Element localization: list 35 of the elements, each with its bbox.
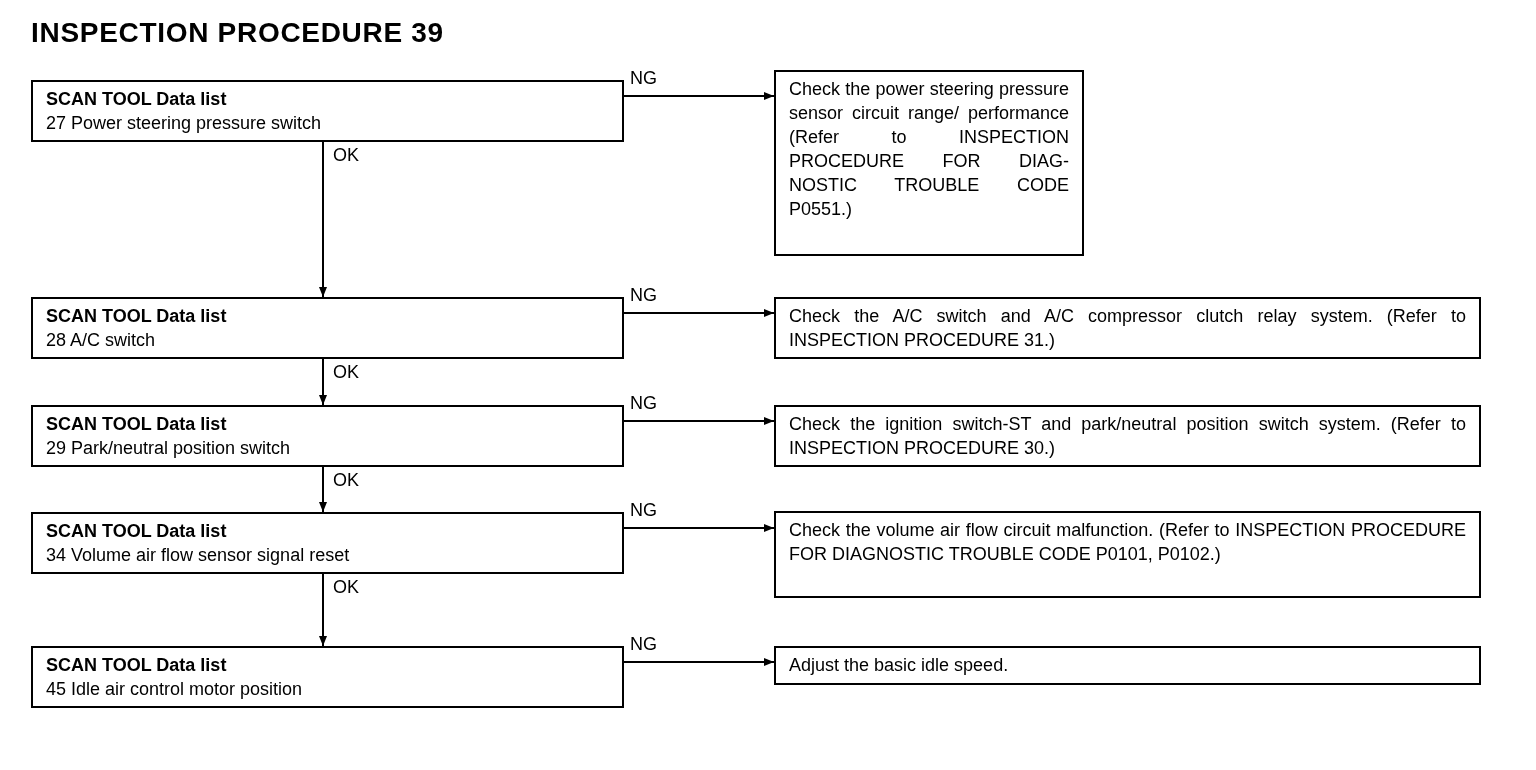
box-heading: SCAN TOOL Data list	[46, 654, 228, 677]
box-text: 27 Power steering pressure switch	[46, 112, 323, 135]
box-text: 28 A/C switch	[46, 329, 157, 352]
process-box	[774, 70, 1084, 256]
box-heading: SCAN TOOL Data list	[46, 88, 228, 111]
arrow	[319, 358, 327, 406]
box-text: Check the volume air flow circuit malfunction. (Refer to INSPECTION PROCEDURE FOR DIAGNOSTIC TROUBLE CODE P0101, P0102.)	[789, 519, 1466, 566]
box-heading: SCAN TOOL Data list	[46, 305, 228, 328]
box-text: Check the power steering pressure sensor circuit range/ performance (Refer to INSPECTION PROCEDURE FOR DIAG- NOSTIC TROUBLE CODE P0551.)	[789, 78, 1069, 221]
box-text: 45 Idle air control motor position	[46, 678, 304, 701]
arrow	[623, 92, 775, 100]
process-box	[774, 405, 1481, 467]
box-heading: SCAN TOOL Data list	[46, 413, 228, 436]
diagram-title: INSPECTION PROCEDURE 39	[31, 16, 444, 50]
box-text: 34 Volume air flow sensor signal reset	[46, 544, 351, 567]
arrow	[319, 141, 327, 298]
arrow	[319, 573, 327, 647]
process-box	[31, 646, 624, 708]
box-text: Check the ignition switch-ST and park/neutral position switch system. (Refer to INSPECTION PROCEDURE 30.)	[789, 413, 1466, 460]
process-box	[774, 646, 1481, 685]
arrow	[623, 417, 775, 425]
arrow	[319, 466, 327, 513]
process-box	[774, 511, 1481, 598]
arrow	[623, 524, 775, 532]
box-text: 29 Park/neutral position switch	[46, 437, 292, 460]
process-box	[31, 405, 624, 467]
process-box	[31, 297, 624, 359]
process-box	[31, 80, 624, 142]
arrow	[623, 658, 775, 666]
box-text: Check the A/C switch and A/C compressor clutch relay system. (Refer to INSPECTION PROCEDURE 31.)	[789, 305, 1466, 352]
process-box	[774, 297, 1481, 359]
process-box	[31, 512, 624, 574]
box-heading: SCAN TOOL Data list	[46, 520, 228, 543]
arrow	[623, 309, 775, 317]
box-text: Adjust the basic idle speed.	[789, 654, 1010, 677]
